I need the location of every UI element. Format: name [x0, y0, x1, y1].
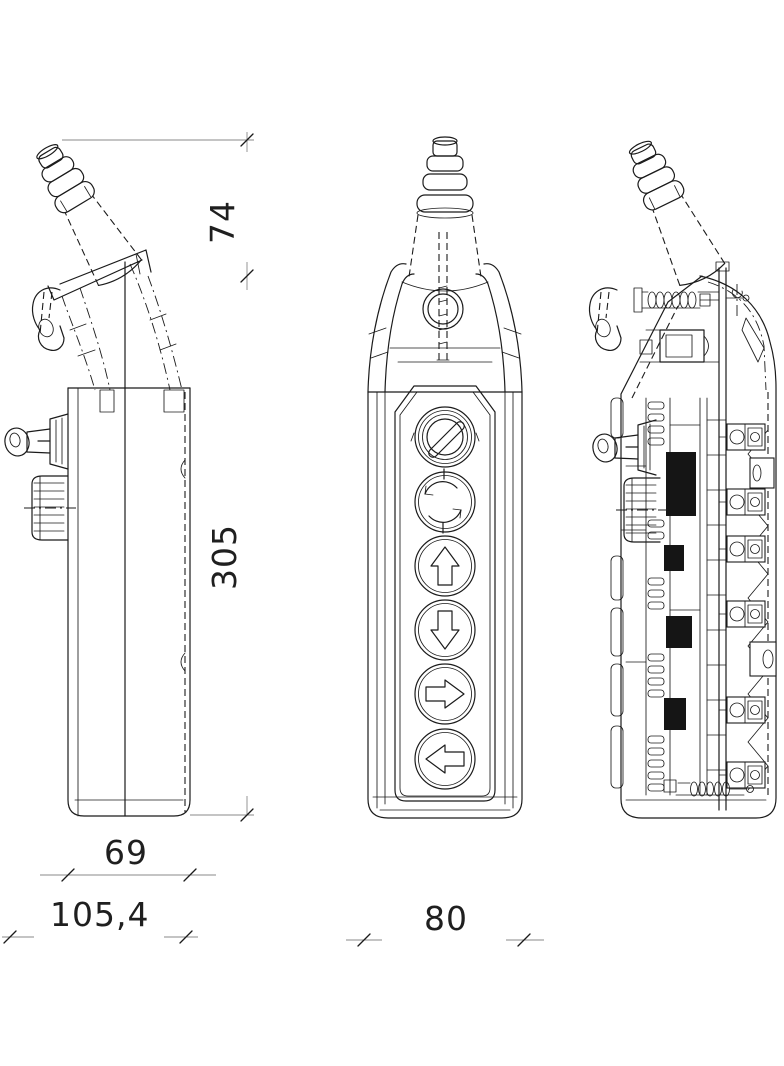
- side-connector: [749, 457, 777, 677]
- dim-label-69: 69: [104, 833, 148, 872]
- dimension-annotations: 74 305 69 105,4 80: [2, 132, 544, 947]
- contact-block-section: [666, 452, 696, 516]
- dim-body-depth: 69: [40, 833, 216, 882]
- key-switch: [1, 413, 69, 470]
- key-selector-icon: [410, 406, 480, 468]
- right-section-view: [588, 132, 777, 819]
- cable-gland: [408, 136, 482, 278]
- dim-label-305: 305: [205, 524, 244, 590]
- strain-relief-spring: [633, 287, 750, 313]
- cable-gland: [23, 134, 145, 290]
- cable-clamp-block: [639, 329, 720, 363]
- contact-block-section: [664, 698, 686, 730]
- cable-gland: [615, 132, 728, 291]
- dim-label-105-4: 105,4: [50, 895, 149, 934]
- arrow-down-icon: [414, 599, 476, 661]
- dim-body-height: 305: [190, 524, 254, 822]
- left-side-view: [1, 134, 191, 817]
- arrow-right-icon: [414, 663, 476, 725]
- dim-gland-height: 74: [62, 132, 254, 290]
- contact-block-section: [664, 545, 684, 571]
- dim-front-width: 80: [346, 899, 544, 947]
- front-view: [367, 136, 523, 819]
- safety-hook: [588, 287, 622, 351]
- emergency-stop-rotate-icon: [414, 468, 476, 534]
- contact-block-section: [666, 616, 692, 648]
- arrow-up-icon: [414, 535, 476, 597]
- dim-label-74: 74: [203, 200, 242, 244]
- dim-overall-depth: 105,4: [2, 895, 198, 944]
- suspension-eyelet: [422, 232, 464, 361]
- arrow-left-icon: [414, 728, 476, 790]
- bottom-spring: [663, 779, 754, 797]
- dim-label-80: 80: [424, 899, 468, 938]
